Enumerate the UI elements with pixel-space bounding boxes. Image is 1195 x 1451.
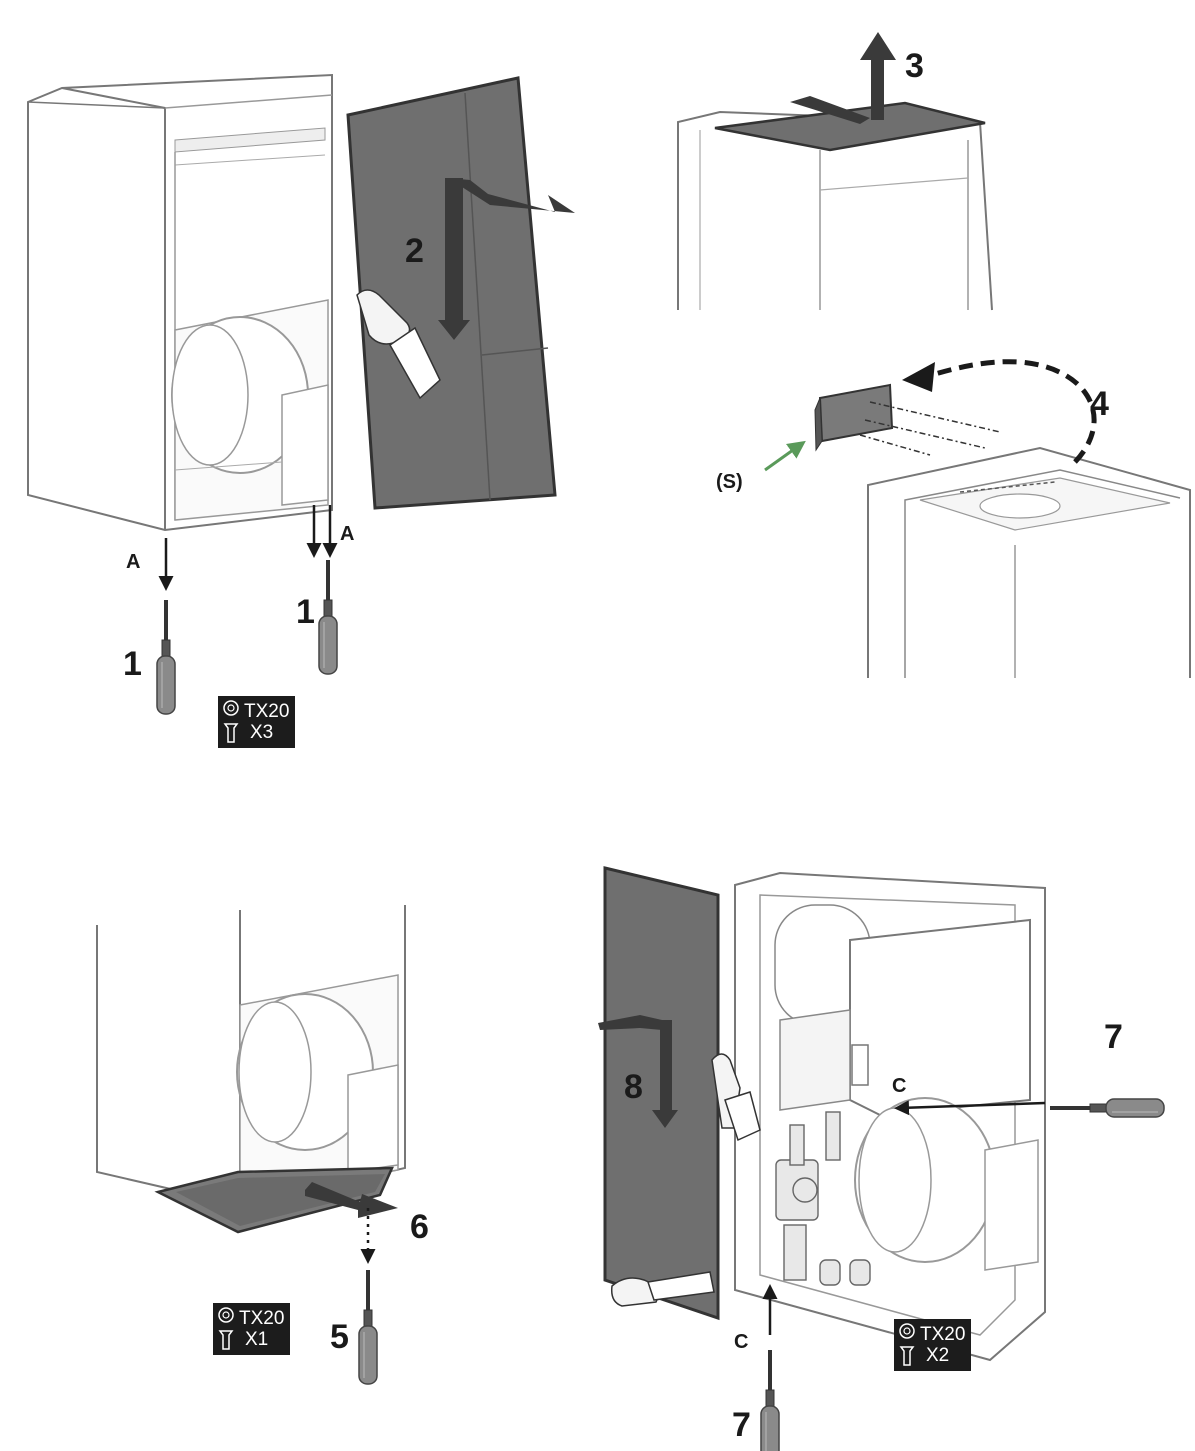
tool-badge: TX20 X3: [218, 696, 296, 748]
unit-bottom-view: [96, 905, 406, 1207]
tool-badge: TX20 X2: [894, 1319, 972, 1371]
hand-icon: [356, 289, 441, 400]
unit-top-view: [677, 110, 993, 311]
tool-type: TX20: [920, 1324, 966, 1345]
letter-label: A: [340, 523, 354, 545]
pump-assembly: [775, 1111, 871, 1286]
step-label: 3: [905, 47, 924, 85]
bottom-cover[interactable]: [154, 1166, 394, 1234]
tool-count: X2: [926, 1345, 950, 1366]
screw-icon: [223, 700, 239, 743]
step-label: 1: [123, 645, 142, 683]
s-label: (S): [716, 471, 743, 493]
step-label: 4: [1090, 385, 1109, 423]
screwdriver-icon[interactable]: [318, 559, 338, 675]
arrow-icon: [924, 359, 1097, 464]
step-label: 7: [1104, 1018, 1123, 1056]
step-label: 5: [330, 1318, 349, 1356]
arrow-icon: [305, 1182, 398, 1218]
top-cover[interactable]: [714, 101, 986, 152]
letter-label: C: [892, 1075, 906, 1097]
screwdriver-icon[interactable]: [358, 1269, 378, 1385]
letter-label: A: [126, 551, 140, 573]
screw-icon: [218, 1307, 234, 1350]
control-box: [849, 918, 1031, 1117]
step-label: 8: [624, 1068, 643, 1106]
step-label: 1: [296, 593, 315, 631]
bracket[interactable]: [814, 383, 1001, 456]
unit-front-view: [27, 73, 333, 532]
unit-open-view: [734, 871, 1046, 1362]
screwdriver-icon[interactable]: [760, 1349, 780, 1451]
screwdriver-icon[interactable]: [1049, 1098, 1165, 1118]
tool-type: TX20: [239, 1308, 285, 1329]
arrow-icon: [894, 1100, 1046, 1116]
step-label: 6: [410, 1208, 429, 1246]
hand-icon: [711, 1053, 761, 1142]
screw-icon: [899, 1323, 915, 1366]
unit-top-open-view: [867, 446, 1191, 678]
tool-type: TX20: [244, 701, 290, 722]
arrow-icon: [764, 440, 806, 472]
tool-count: X3: [250, 722, 274, 743]
tool-count: X1: [245, 1329, 269, 1350]
hand-icon: [610, 1271, 715, 1307]
tool-badge: TX20 X1: [213, 1303, 291, 1355]
arrow-icon: [438, 178, 575, 340]
arrow-icon: [902, 362, 935, 392]
step-label: 2: [405, 232, 424, 270]
arrow-icon: [598, 1015, 678, 1128]
step-label: 7: [732, 1406, 751, 1444]
letter-label: C: [734, 1331, 748, 1353]
screwdriver-icon[interactable]: [156, 599, 176, 715]
arrow-icon: [790, 32, 896, 124]
